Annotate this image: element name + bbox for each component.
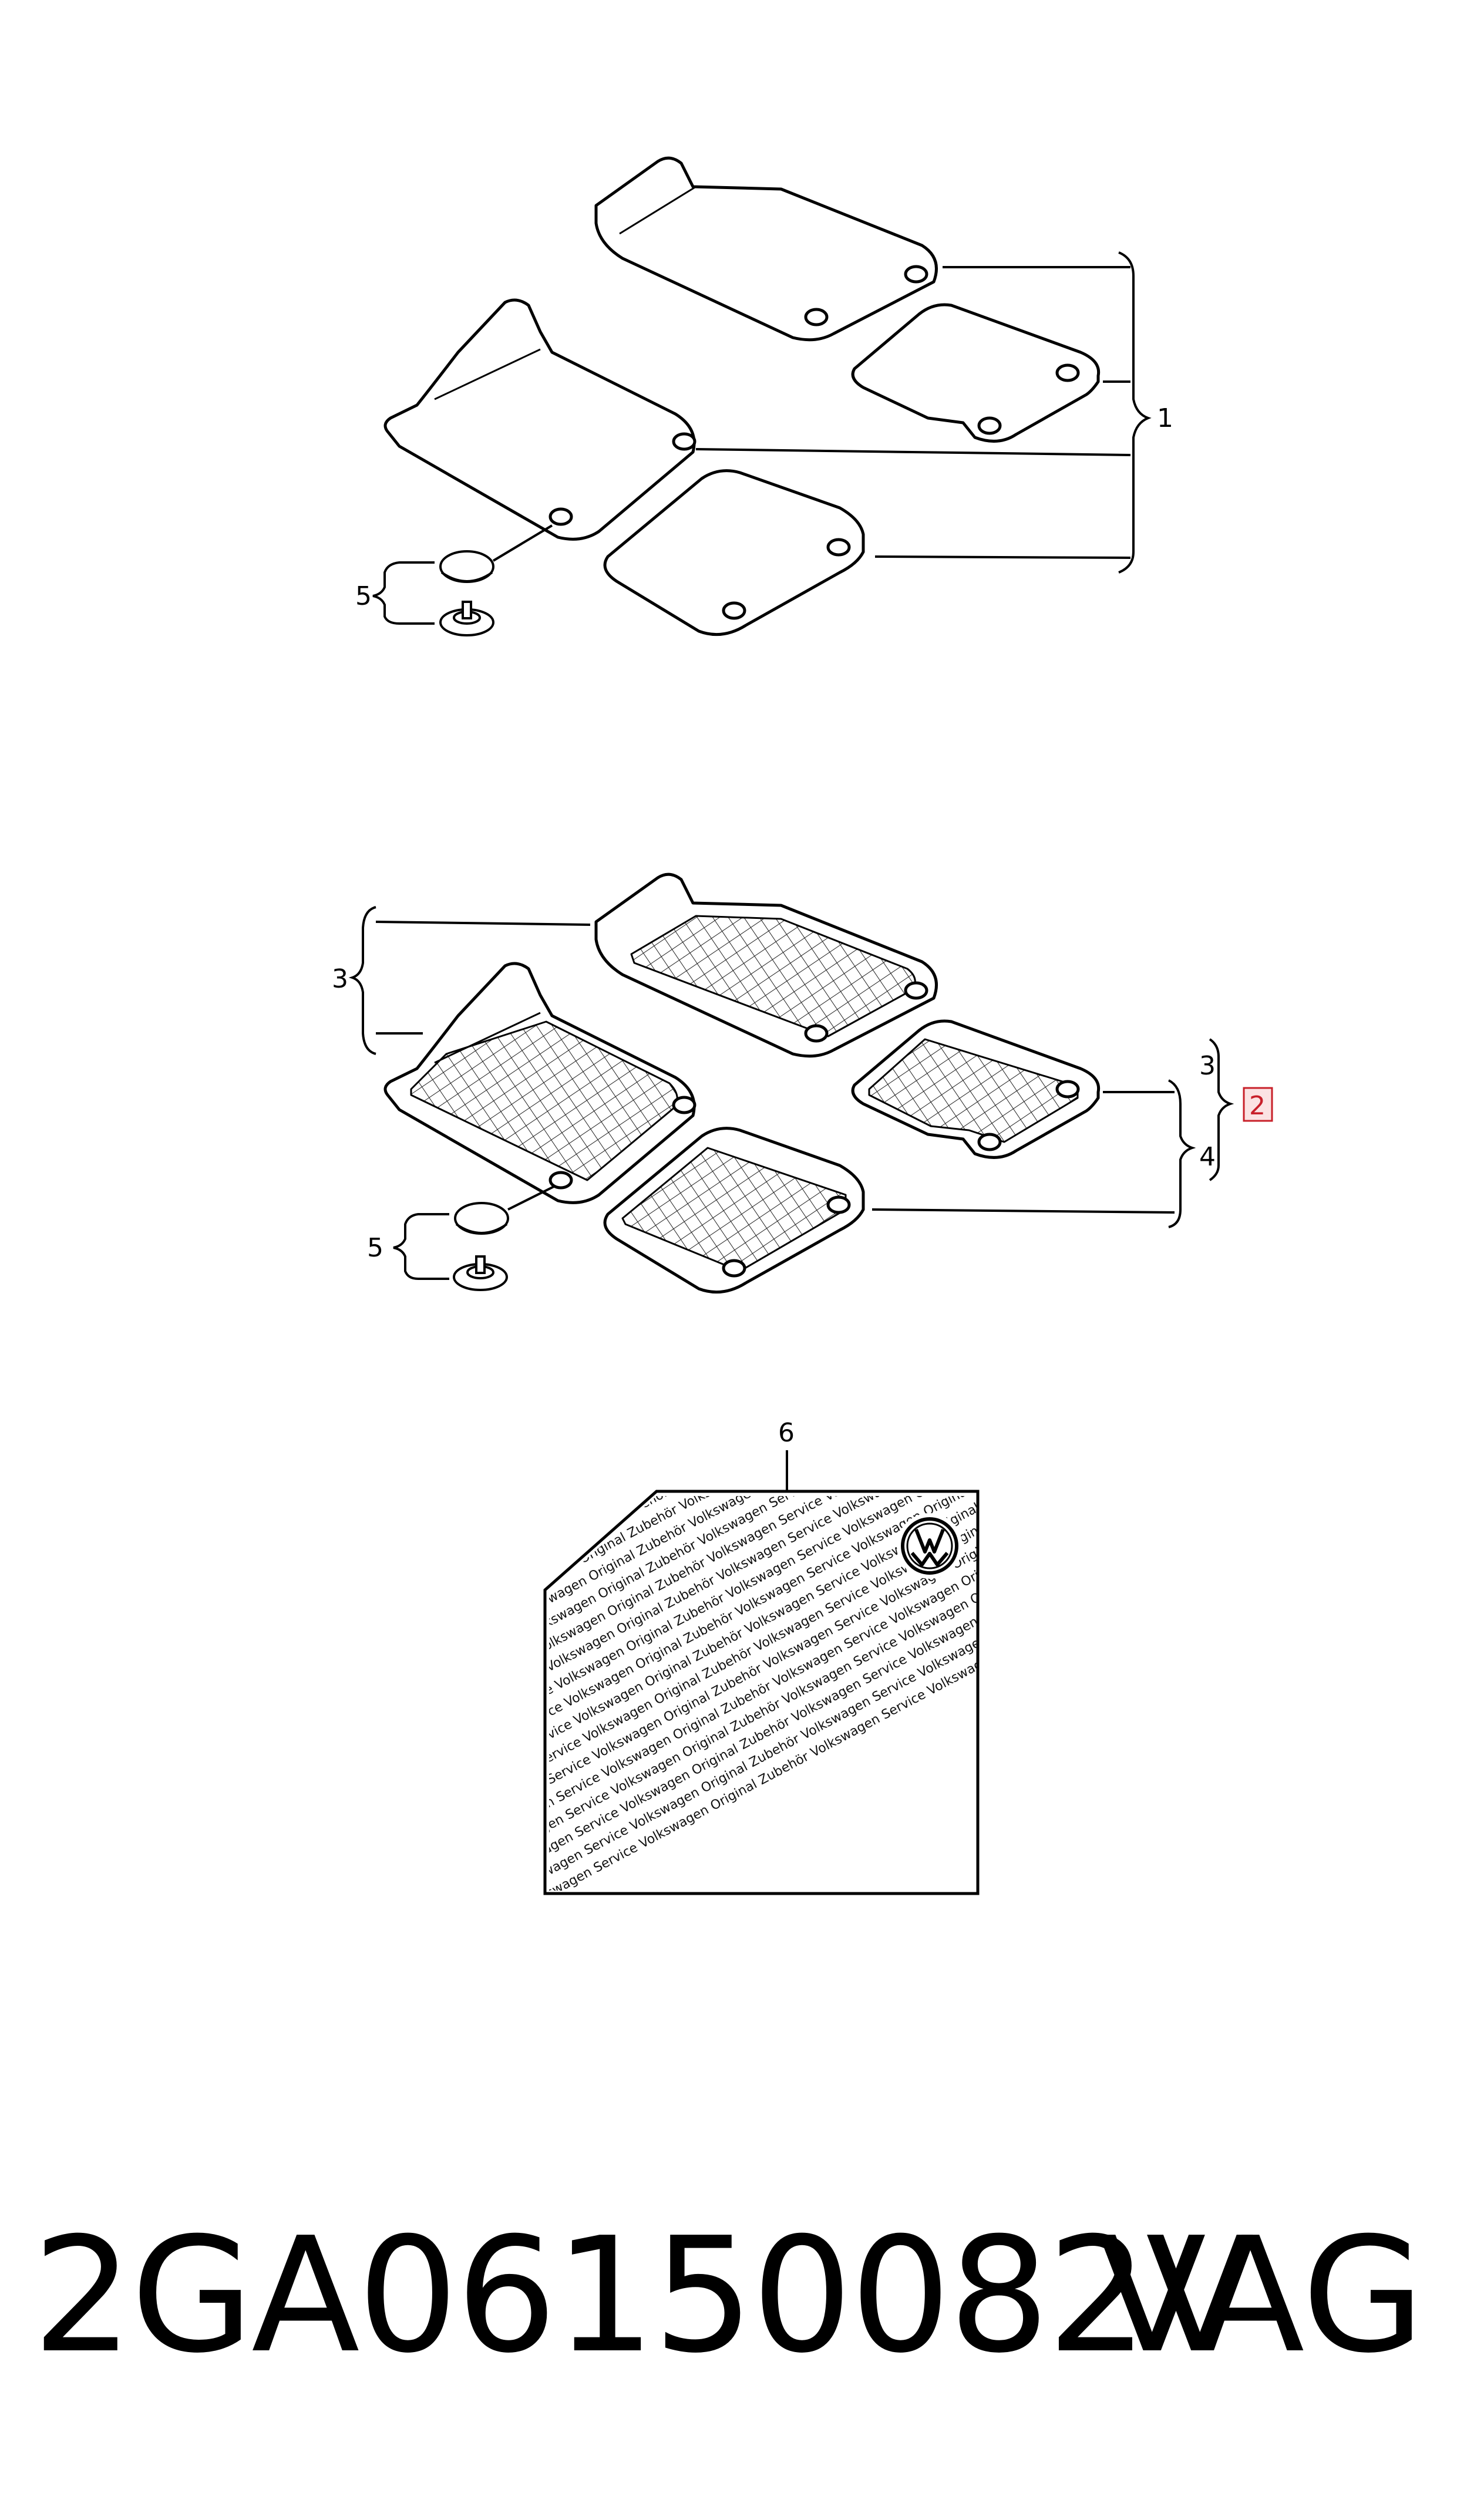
mat-front-driver[interactable] xyxy=(594,156,938,342)
sheet-text-line: Volkswagen Service Volkswagen Original Z… xyxy=(314,1208,894,1526)
callout-3-right[interactable]: 3 xyxy=(1199,1051,1216,1081)
mat-set-rubber xyxy=(383,872,1101,1294)
callout-3-left[interactable]: 3 xyxy=(332,964,348,994)
brand-name: VAG xyxy=(1098,2203,1425,2388)
fastener-base[interactable] xyxy=(439,601,494,636)
rubber-mat-rear-left[interactable] xyxy=(603,1127,865,1294)
fastener-set-2 xyxy=(393,1185,556,1291)
callout-4[interactable]: 4 xyxy=(1199,1142,1216,1172)
callout-5-top[interactable]: 5 xyxy=(355,581,372,611)
callout-1[interactable]: 1 xyxy=(1157,403,1173,433)
leader-lines-2 xyxy=(348,906,1234,1228)
vw-logo-icon xyxy=(901,1517,958,1575)
fastener-cap-2[interactable] xyxy=(454,1202,509,1235)
mat-set-textile xyxy=(383,156,1101,636)
callout-2[interactable]: 2 xyxy=(1249,1091,1266,1121)
fastener-set-1 xyxy=(372,524,553,636)
mat-front-passenger[interactable] xyxy=(383,298,696,541)
footer-title-row: 2GA06150082V VAG xyxy=(0,2208,1457,2384)
leader-lines-1 xyxy=(695,251,1152,574)
callout-2-highlight xyxy=(1243,1087,1273,1122)
parts-diagram: 1 5 xyxy=(295,156,1273,1913)
rubber-mat-front-driver[interactable] xyxy=(594,872,938,1058)
part-number: 2GA06150082V xyxy=(32,2203,1254,2388)
mat-rear-left[interactable] xyxy=(603,469,865,636)
rubber-mat-rear-right[interactable] xyxy=(851,1019,1101,1159)
info-sheet[interactable]: 6 Volkswagen Service Volkswagen Original… xyxy=(295,1173,1100,1913)
mat-rear-right[interactable] xyxy=(851,303,1101,443)
fastener-base-2[interactable] xyxy=(453,1255,508,1291)
callout-6[interactable]: 6 xyxy=(778,1418,795,1448)
rubber-mat-front-passenger[interactable] xyxy=(383,962,696,1204)
callout-5-bottom[interactable]: 5 xyxy=(367,1233,383,1263)
fastener-cap[interactable] xyxy=(439,550,494,583)
